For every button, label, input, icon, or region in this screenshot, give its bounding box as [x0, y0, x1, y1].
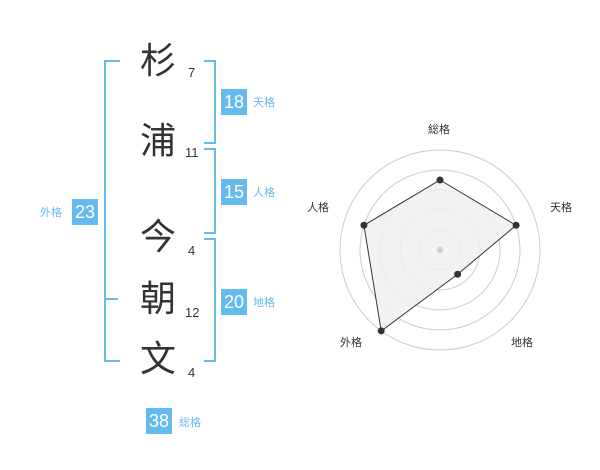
name-char-1: 杉 [139, 41, 176, 82]
gaikaku-label: 外格 [40, 206, 62, 219]
radar-chart [339, 149, 541, 351]
radar-point-4 [377, 327, 385, 335]
radar-label-gaikaku: 外格 [340, 336, 362, 349]
soukaku-value: 38 [146, 408, 172, 434]
stroke-count-1: 7 [188, 65, 196, 80]
tenkaku-bracket [204, 60, 216, 144]
name-char-5: 文 [139, 339, 176, 380]
radar-label-chikaku: 地格 [511, 336, 533, 349]
chikaku-label: 地格 [253, 296, 275, 309]
gaikaku-value: 23 [72, 199, 98, 225]
radar-polygon [363, 179, 517, 332]
jinkaku-value: 15 [221, 179, 247, 205]
jinkaku-bracket [204, 148, 216, 234]
stroke-count-5: 4 [188, 365, 196, 380]
radar-label-soukaku: 総格 [428, 123, 450, 136]
name-char-3: 今 [139, 217, 176, 258]
stroke-count-3: 4 [188, 243, 196, 258]
name-char-4: 朝 [139, 279, 176, 320]
stroke-count-4: 12 [185, 305, 200, 320]
name-char-2: 浦 [139, 121, 176, 162]
radar-point-2 [512, 221, 520, 229]
soukaku-label: 総格 [179, 416, 201, 429]
tenkaku-value: 18 [221, 89, 247, 115]
radar-point-5 [360, 221, 368, 229]
radar-center [437, 247, 443, 253]
radar-ring [359, 169, 521, 331]
gaikaku-bracket [104, 60, 120, 362]
radar-label-tenkaku: 天格 [550, 201, 572, 214]
jinkaku-label: 人格 [253, 186, 275, 199]
radar-point-1 [436, 176, 444, 184]
radar-point-3 [454, 270, 462, 278]
radar-label-jinkaku: 人格 [307, 201, 329, 214]
chikaku-bracket [204, 238, 216, 362]
gaikaku-bracket-tick [104, 298, 118, 300]
stroke-count-2: 11 [185, 145, 199, 160]
tenkaku-label: 天格 [253, 96, 275, 109]
chikaku-value: 20 [221, 289, 247, 315]
